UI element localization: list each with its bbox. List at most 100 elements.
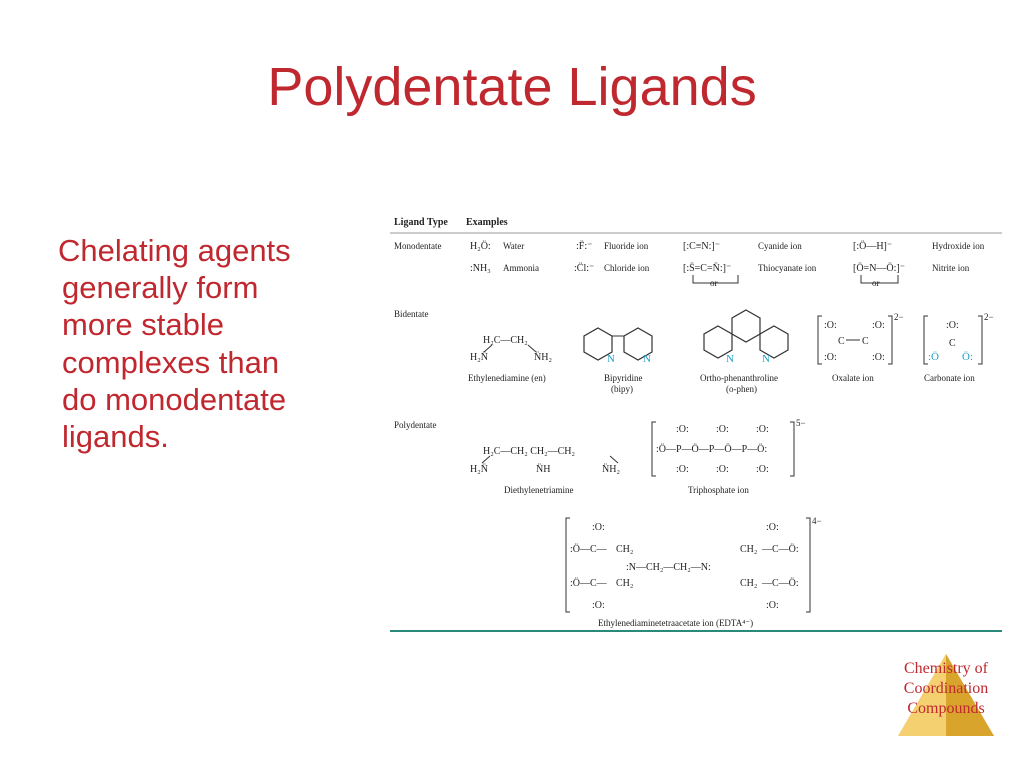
ligand-hydroxide: Hydroxide ion [932,241,985,251]
ligand-table-figure: Ligand Type Examples Monodentate H₂Ö: Wa… [388,210,1003,635]
or-label: or [710,278,718,288]
body-line: more stable [62,307,224,343]
body-line: complexes than [62,344,280,380]
ligand-chloride: Chloride ion [604,263,650,273]
triphos-o-bottom: :O: [756,464,769,475]
triphos-o-bottom: :O: [676,464,689,475]
edta-o-bottom: :O: [592,600,605,611]
phen-n-left: N [726,353,734,365]
body-line: ligands. [62,418,169,454]
header-ligand-type: Ligand Type [394,217,448,228]
carbonate-bracket-right [978,315,983,365]
carbonate-o-left: :Ö [928,351,939,363]
oxalate-o: :O: [872,352,885,363]
triphos-o-top: :O: [716,424,729,435]
oxalate-bracket-right [888,315,893,365]
triphos-charge: 5− [796,418,806,428]
or-label: or [872,278,880,288]
body-text: Chelating agents generally form more sta… [58,232,362,455]
formula-ammonia: :NH₃ [470,263,491,274]
en-bond [527,344,537,353]
carbonate-o-right: Ö: [962,351,973,363]
formula-dien-top: H₂C—CH₂ CH₂—CH₂ [483,446,575,457]
oxalate-charge: 2− [894,312,904,322]
ligand-edta: Ethylenediaminetetraacetate ion (EDTA⁴⁻) [598,618,753,628]
formula-en-right: N̈H₂ [534,351,552,363]
edta-ch2: CH₂ [616,578,633,589]
ligand-table-svg: Ligand Type Examples Monodentate H₂Ö: Wa… [390,217,1002,632]
footer-line: Coordination [903,680,989,697]
formula-dien-mid: N̈H [536,463,550,475]
phen-ring-left [703,325,733,359]
carbonate-o: :O: [946,320,959,331]
edta-bracket-right [806,517,811,613]
phen-ring-top [731,309,761,343]
ligand-nitrite: Nitrite ion [932,263,970,273]
slide-title: Polydentate Ligands [267,57,757,117]
carbonate-c: C [949,338,956,349]
ligand-carbonate: Carbonate ion [924,373,975,383]
formula-cyanide: [:C≡N:]⁻ [683,241,720,252]
oxalate-o: :O: [824,320,837,331]
formula-nitrite: [Ö=N—Ö:]⁻ [853,262,905,274]
ligand-phen-abbr: (o-phen) [726,384,757,394]
triphos-bracket-right [790,421,795,477]
edta-backbone: :N—CH₂—CH₂—N: [626,562,711,573]
edta-charge: 4− [812,516,822,526]
edta-bracket-left [565,517,570,613]
body-line: Chelating agents [58,233,291,268]
or-bracket [860,275,899,284]
en-bond [483,344,493,353]
ligand-phen: Ortho-phenanthroline [700,373,778,383]
footer-caption: Chemistry of Coordination Compounds [888,659,1004,719]
header-examples: Examples [466,217,508,228]
footer-pyramid-icon [888,652,1004,742]
ligand-fluoride: Fluoride ion [604,241,649,251]
formula-water: H₂Ö: [470,240,491,252]
triphos-bracket-left [651,421,656,477]
body-line: generally form [62,270,259,306]
oxalate-o: :O: [872,320,885,331]
formula-hydroxide: [:Ö—H]⁻ [853,240,892,252]
formula-chloride: :C̈l:⁻ [574,262,594,274]
phen-n-right: N [762,353,770,365]
ligand-dien: Diethylenetriamine [504,485,573,495]
triphos-o-bottom: :O: [716,464,729,475]
ligand-oxalate: Oxalate ion [832,373,874,383]
carbonate-charge: 2− [984,312,994,322]
formula-en-top: H₂C—CH₂ [483,335,528,346]
footer-line: Chemistry of [904,660,988,677]
oxalate-c: C [862,336,869,347]
row-label-monodentate: Monodentate [394,241,442,251]
edta-coo-upper-left: :Ö—C— [570,543,608,555]
row-label-polydentate: Polydentate [394,420,437,430]
footer-line: Compounds [907,700,985,717]
triphos-o-top: :O: [676,424,689,435]
formula-en-left: H₂N̈ [470,351,488,363]
ligand-bipy-abbr: (bipy) [611,384,633,394]
edta-ch2: CH₂ [740,578,757,589]
or-bracket [692,275,739,284]
bipy-n-right: N [643,353,651,365]
edta-coo-lower-right: —C—Ö: [761,577,799,589]
edta-coo-upper-right: —C—Ö: [761,543,799,555]
ligand-cyanide: Cyanide ion [758,241,802,251]
ligand-water: Water [503,241,524,251]
oxalate-c: C [838,336,845,347]
formula-fluoride: :F̈:⁻ [576,240,592,252]
bipy-n-left: N [607,353,615,365]
formula-dien-right: N̈H₂ [602,463,620,475]
body-line: do monodentate [62,381,287,417]
ligand-ammonia: Ammonia [503,263,539,273]
dien-bond [481,455,491,464]
triphos-o-top: :O: [756,424,769,435]
ligand-en: Ethylenediamine (en) [468,373,546,383]
oxalate-bracket-left [817,315,822,365]
dien-bond [609,455,619,464]
edta-o-top: :O: [766,522,779,533]
formula-thiocyanate: [:S̈=C=N̈:]⁻ [683,262,731,274]
carbonate-bracket-left [923,315,928,365]
edta-ch2: CH₂ [616,544,633,555]
ligand-bipy: Bipyridine [604,373,643,383]
edta-o-bottom: :O: [766,600,779,611]
